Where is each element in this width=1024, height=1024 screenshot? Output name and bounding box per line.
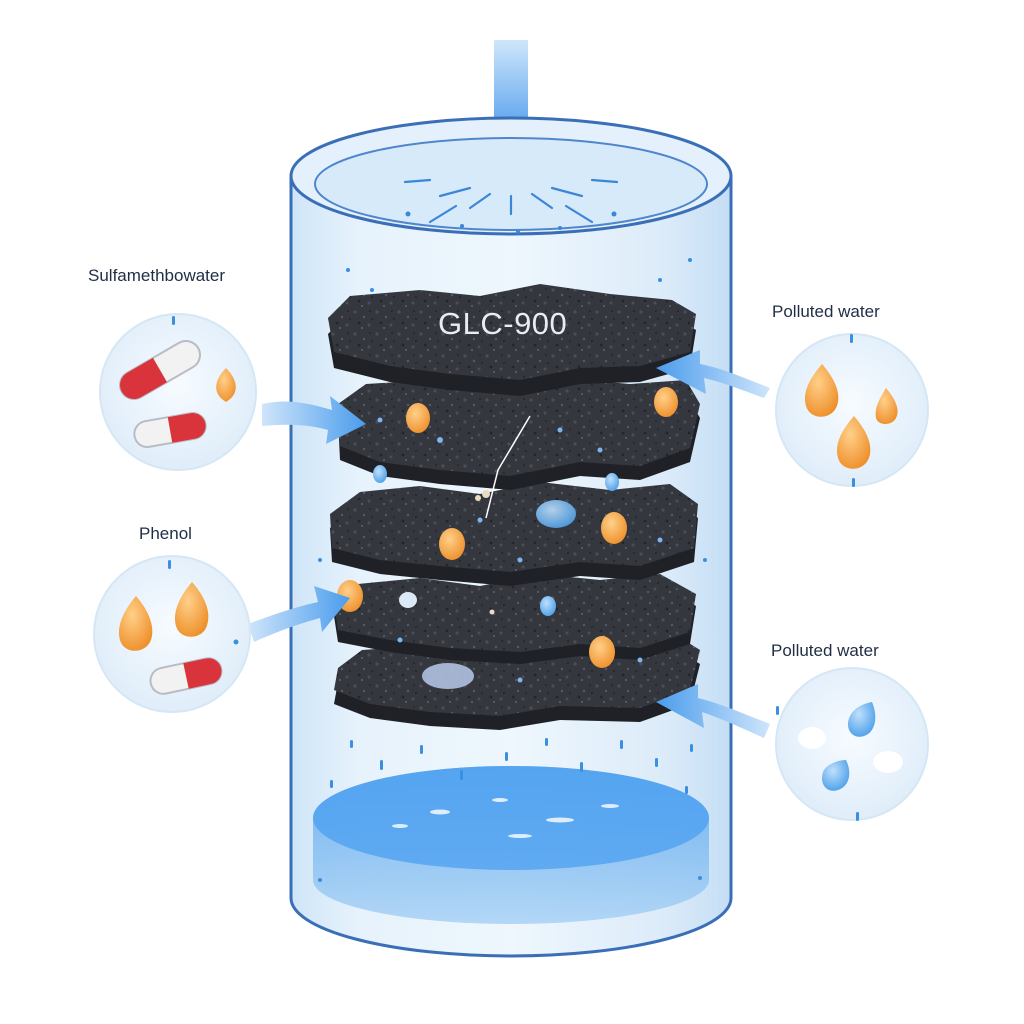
capsule-icon [119, 340, 201, 400]
carbon-layers [328, 284, 700, 730]
sulfamethoxazole-label: Sulfamethbowater [88, 266, 226, 285]
inflow-arrow-icon [248, 396, 366, 642]
falling-droplets [318, 258, 707, 882]
capsule-icon [133, 412, 207, 448]
water-pool [313, 766, 709, 924]
sulfamethoxazole-circle [99, 313, 257, 471]
carbon-layer-top [328, 284, 696, 396]
phenol-label: Phenol [139, 524, 192, 543]
polluted-water-circle-blue [775, 667, 929, 821]
adsorbed-particles [337, 387, 678, 689]
material-label: GLC-900 [438, 306, 568, 341]
orange-droplet-icon [216, 368, 236, 402]
orange-droplet-icon [804, 364, 898, 469]
polluted-water-circle-orange [775, 333, 929, 487]
orange-droplet-icon [118, 582, 209, 651]
blue-droplet-icon [821, 702, 876, 791]
carbon-layer [330, 482, 698, 586]
capsule-icon [149, 657, 223, 695]
carbon-layer [334, 574, 696, 664]
blue-droplet-icon [373, 465, 619, 689]
polluted-water-label-bottom: Polluted water [771, 641, 879, 660]
inflow-arrow-icon [656, 350, 770, 738]
polluted-water-label-top: Polluted water [772, 302, 880, 321]
phenol-circle [93, 555, 251, 713]
